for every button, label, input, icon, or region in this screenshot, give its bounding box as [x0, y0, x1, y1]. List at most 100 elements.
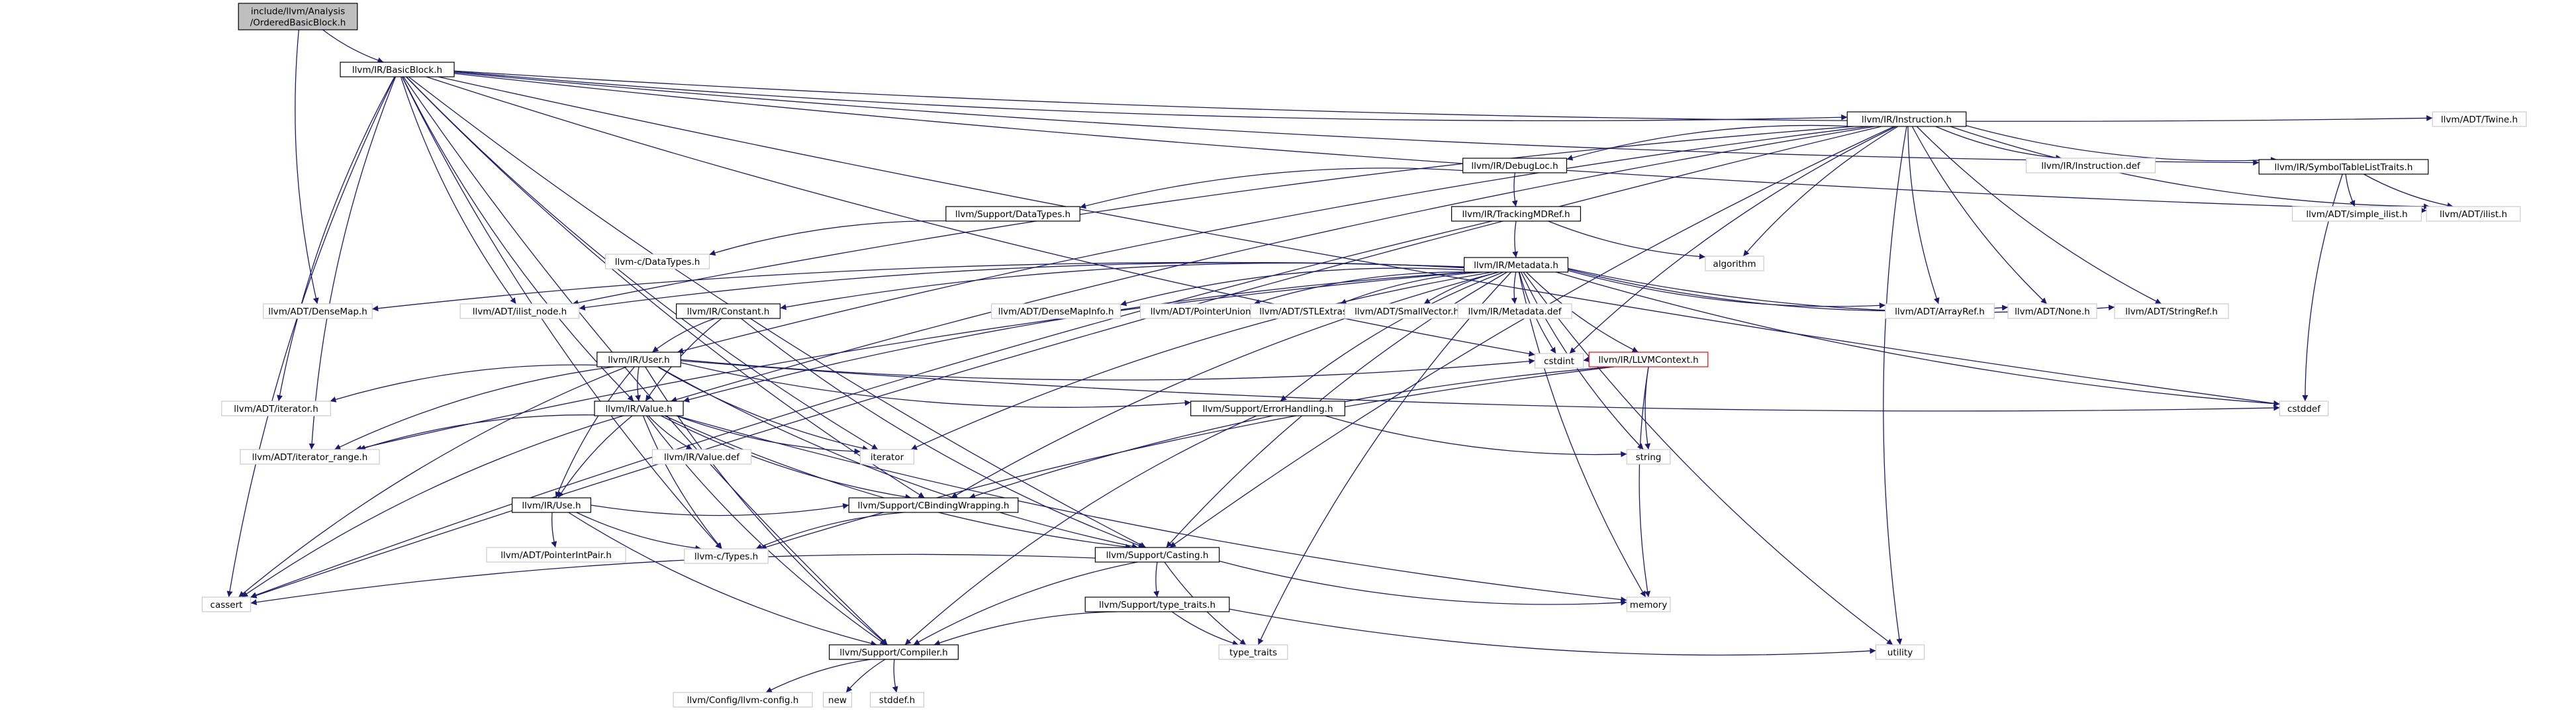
node-tt[interactable]: llvm/Support/type_traits.h — [1084, 596, 1230, 612]
node-const[interactable]: llvm/IR/Constant.h — [675, 303, 781, 319]
edge-user-to-itr — [334, 366, 614, 450]
node-label-stddef: stddef.h — [879, 695, 915, 706]
node-cstdint: cstdint — [1534, 353, 1584, 369]
node-label-bb: llvm/IR/BasicBlock.h — [352, 65, 442, 75]
edge-meta-to-itr — [355, 271, 1470, 452]
node-ilnode: llvm/ADT/ilist_node.h — [459, 303, 580, 319]
edge-layer — [226, 29, 2454, 693]
node-label-new: new — [828, 695, 847, 706]
node-label-ctypes: llvm-c/Types.h — [694, 551, 758, 562]
edge-meta-to-cbw — [951, 271, 1499, 499]
node-box-aref — [1885, 303, 1995, 319]
edge-value-to-vdef — [647, 415, 693, 450]
node-box-ilnode — [459, 303, 580, 319]
node-box-ins — [1846, 111, 1967, 127]
edge-obb-to-bb — [322, 29, 384, 64]
node-label-ins: llvm/IR/Instruction.h — [1862, 115, 1952, 125]
edge-user-to-iterator — [657, 366, 869, 452]
edge-meta-to-utility — [1523, 271, 1893, 645]
edge-meta-to-ttraits — [1257, 271, 1511, 645]
node-sym[interactable]: llvm/IR/SymbolTableListTraits.h — [2258, 159, 2429, 175]
node-obb[interactable]: include/llvm/Analysis/OrderedBasicBlock.… — [238, 3, 358, 30]
node-label-pu: llvm/ADT/PointerUnion.h — [1151, 307, 1260, 317]
edge-use-to-ctypes — [576, 512, 702, 551]
node-box-dmap — [263, 303, 373, 319]
edge-bb-to-ins — [453, 71, 1848, 122]
edge-const-to-cast — [740, 318, 1145, 549]
node-tmd[interactable]: llvm/IR/TrackingMDRef.h — [1451, 206, 1582, 222]
edge-meta-to-cstddef — [1556, 271, 2280, 407]
edge-bb-to-itr — [309, 76, 397, 450]
node-box-use — [511, 497, 591, 513]
node-dmap: llvm/ADT/DenseMap.h — [263, 303, 373, 319]
node-label-insdef: llvm/IR/Instruction.def — [2041, 161, 2141, 171]
node-iter: llvm/ADT/iterator.h — [221, 401, 331, 416]
node-label-dmi: llvm/ADT/DenseMapInfo.h — [998, 307, 1114, 317]
node-none: llvm/ADT/None.h — [2007, 303, 2097, 319]
node-cbw[interactable]: llvm/Support/CBindingWrapping.h — [848, 497, 1019, 513]
node-box-utility — [1875, 644, 1925, 660]
node-stl: llvm/ADT/STLExtras.h — [1250, 303, 1365, 319]
node-box-iterator — [859, 449, 914, 465]
edge-obb-to-dmap — [295, 29, 319, 305]
edge-sym-to-cstddef — [2302, 173, 2343, 402]
node-label-ilist: llvm/ADT/ilist.h — [2440, 209, 2507, 220]
edge-comp-to-new — [845, 659, 886, 693]
node-stddef: stddef.h — [869, 692, 924, 708]
node-label-algo: algorithm — [1713, 259, 1756, 269]
node-use[interactable]: llvm/IR/Use.h — [511, 497, 591, 513]
node-label-use: llvm/IR/Use.h — [522, 500, 581, 511]
node-simple: llvm/ADT/simple_ilist.h — [2292, 206, 2422, 222]
node-box-user — [596, 352, 681, 367]
edge-meta-to-stl — [1340, 271, 1484, 305]
node-box-cfg — [673, 692, 813, 708]
node-algo: algorithm — [1705, 256, 1764, 271]
edge-user-to-cassert — [238, 366, 627, 598]
node-ctx[interactable]: llvm/IR/LLVMContext.h — [1588, 352, 1709, 367]
edge-value-to-ctypes — [642, 415, 723, 549]
edge-user-to-eh — [681, 362, 1191, 408]
node-cast[interactable]: llvm/Support/Casting.h — [1094, 547, 1220, 563]
edge-bb-to-cstdint — [426, 76, 1535, 357]
edge-meta-to-mdef — [1511, 271, 1517, 305]
node-label-dmap: llvm/ADT/DenseMap.h — [268, 307, 367, 317]
node-bb[interactable]: llvm/IR/BasicBlock.h — [340, 62, 455, 77]
node-eh[interactable]: llvm/Support/ErrorHandling.h — [1190, 401, 1345, 416]
edge-ins-to-sym — [1966, 125, 2277, 163]
node-ctypes: llvm-c/Types.h — [684, 548, 769, 564]
edge-ins-to-user — [677, 126, 1869, 354]
node-box-tt — [1084, 596, 1230, 612]
node-memory: memory — [1626, 596, 1671, 612]
node-box-cbw — [848, 497, 1019, 513]
node-box-sym — [2258, 159, 2429, 175]
edge-const-to-user — [651, 318, 715, 353]
node-label-ilnode: llvm/ADT/ilist_node.h — [473, 307, 567, 317]
node-box-none — [2007, 303, 2097, 319]
edge-tmd-to-algo — [1548, 220, 1705, 260]
node-ins[interactable]: llvm/IR/Instruction.h — [1846, 111, 1967, 127]
node-sdt[interactable]: llvm/Support/DataTypes.h — [945, 206, 1080, 222]
node-box-insdef — [2026, 158, 2156, 173]
edge-bb-to-iterator — [406, 76, 879, 450]
edge-bb-to-ilnode — [400, 76, 516, 305]
edge-ins-to-none — [1911, 126, 2048, 305]
node-value[interactable]: llvm/IR/Value.h — [594, 401, 684, 416]
edge-cast-to-cassert — [250, 553, 1096, 606]
node-twine: llvm/ADT/Twine.h — [2432, 111, 2527, 127]
node-user[interactable]: llvm/IR/User.h — [596, 352, 681, 367]
node-label-obb: /OrderedBasicBlock.h — [250, 18, 346, 28]
edge-bb-to-ilist — [453, 73, 2427, 214]
node-comp[interactable]: llvm/Support/Compiler.h — [828, 644, 959, 660]
edge-meta-to-memory — [1518, 271, 1646, 598]
node-meta[interactable]: llvm/IR/Metadata.h — [1464, 257, 1569, 273]
edge-cast-to-memory — [1219, 560, 1627, 606]
node-dbg[interactable]: llvm/IR/DebugLoc.h — [1462, 158, 1568, 173]
edge-meta-to-dmap — [372, 261, 1464, 312]
edge-use-to-cbw — [591, 502, 849, 516]
node-dmi: llvm/ADT/DenseMapInfo.h — [990, 303, 1121, 319]
node-label-cbw: llvm/Support/CBindingWrapping.h — [858, 500, 1010, 511]
edge-ins-to-algo — [1742, 126, 1899, 257]
node-label-eh: llvm/Support/ErrorHandling.h — [1202, 404, 1333, 414]
edge-ins-to-utility — [1883, 126, 1907, 645]
edge-dbg-to-tmd — [1511, 172, 1518, 207]
